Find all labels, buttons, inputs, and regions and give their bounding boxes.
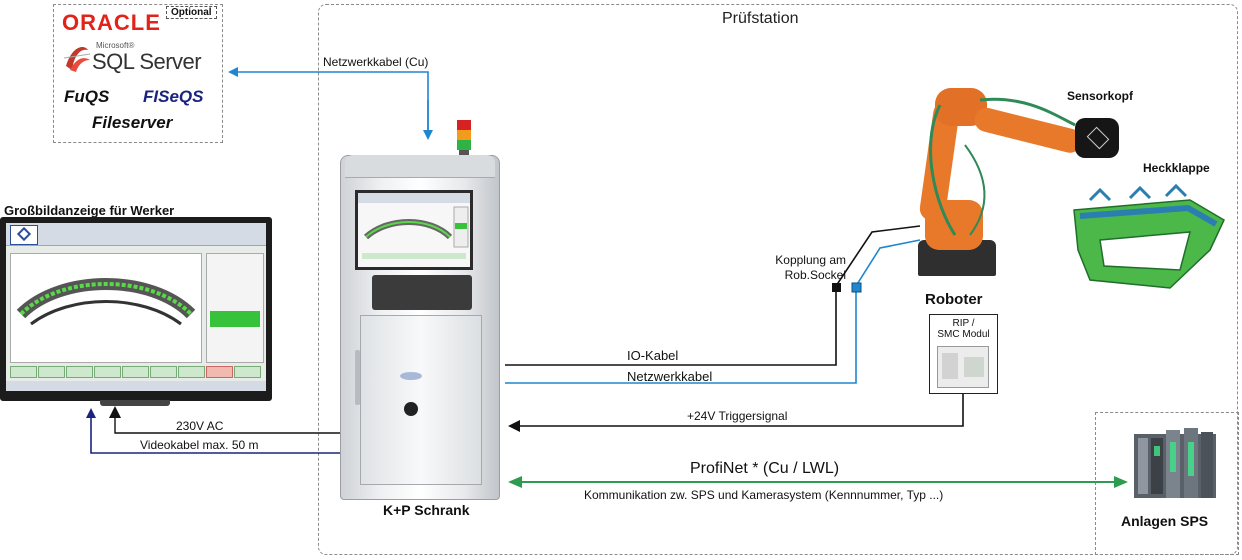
profinet-label: ProfiNet * (Cu / LWL) bbox=[690, 460, 840, 477]
signal-lamp-green bbox=[457, 140, 471, 150]
network-cu-label: Netzwerkkabel (Cu) bbox=[323, 55, 429, 69]
io-cable-label: IO-Kabel bbox=[627, 348, 679, 363]
database-frame bbox=[53, 4, 223, 143]
tailgate-icon bbox=[1073, 183, 1225, 289]
optional-tag: Optional bbox=[166, 6, 217, 19]
screen-ok-indicator bbox=[210, 311, 260, 327]
trigger-cable bbox=[508, 394, 964, 432]
coupling-text: Kopplung am Rob.Sockel bbox=[775, 253, 846, 282]
sensorhead-icon bbox=[1075, 118, 1119, 158]
signal-lamp-red bbox=[457, 120, 471, 130]
screen-footer bbox=[6, 381, 266, 391]
signal-lamp-base bbox=[459, 150, 469, 156]
io-cable bbox=[505, 225, 921, 366]
pruefstation-title: Prüfstation bbox=[722, 10, 799, 27]
screen-main-view bbox=[10, 253, 202, 363]
cabinet-handle bbox=[355, 350, 360, 405]
monitor-stand bbox=[100, 400, 170, 406]
video-cable bbox=[86, 408, 345, 454]
rip-module-label: RIP / SMC Modul bbox=[929, 318, 998, 340]
network-cable-db bbox=[228, 67, 429, 138]
cabinet-screen-preview-icon bbox=[358, 193, 470, 259]
tailgate-label: Heckklappe bbox=[1143, 161, 1210, 175]
profinet-desc: Kommunikation zw. SPS und Kamerasystem (… bbox=[584, 488, 944, 502]
plc-device-icon bbox=[1134, 428, 1216, 498]
power-cable bbox=[109, 406, 345, 434]
cabinet-logo-icon bbox=[400, 372, 422, 380]
cabinet-screen bbox=[355, 190, 473, 270]
signal-lamp-orange bbox=[457, 130, 471, 140]
network-cable-label: Netzwerkkabel bbox=[627, 369, 713, 384]
cabinet-top bbox=[345, 155, 495, 178]
robot-title: Roboter bbox=[925, 291, 983, 308]
fiseqs-label: FISeQS bbox=[143, 87, 204, 106]
cabinet-title: K+P Schrank bbox=[383, 502, 470, 518]
cabinet-lock-icon bbox=[404, 402, 418, 416]
io-connector bbox=[832, 283, 841, 292]
sqlserver-icon bbox=[63, 47, 91, 72]
screen-header bbox=[6, 223, 266, 246]
screen-thumbnails bbox=[10, 365, 262, 379]
plc-title: Anlagen SPS bbox=[1121, 513, 1209, 529]
rip-module-device-icon bbox=[937, 346, 989, 388]
part-preview-icon bbox=[16, 278, 196, 326]
coupling-label: Kopplung am Rob.Sockel bbox=[760, 253, 846, 283]
sensorhead-label: Sensorkopf bbox=[1067, 89, 1134, 103]
worker-monitor bbox=[0, 217, 272, 401]
video-label: Videokabel max. 50 m bbox=[140, 438, 259, 452]
screen-side-panel bbox=[206, 253, 264, 363]
kp-logo-icon bbox=[10, 225, 38, 245]
network-cable-robot bbox=[505, 239, 921, 384]
microsoft-label: Microsoft® bbox=[96, 41, 135, 50]
rip-line1: RIP / bbox=[952, 318, 975, 329]
monitor-title: Großbildanzeige für Werker bbox=[4, 203, 175, 218]
monitor-screen bbox=[6, 223, 266, 391]
pruefstation-frame bbox=[318, 4, 1238, 555]
power-label: 230V AC bbox=[176, 419, 224, 433]
rip-line2: SMC Modul bbox=[937, 329, 990, 340]
trigger-label: +24V Triggersignal bbox=[687, 409, 788, 423]
sqlserver-label: SQL Server bbox=[92, 49, 202, 74]
fileserver-label: Fileserver bbox=[92, 113, 173, 132]
oracle-logo: ORACLE bbox=[62, 10, 161, 35]
cabinet-door bbox=[360, 315, 482, 485]
cabinet-shelf bbox=[372, 275, 472, 310]
fuqs-label: FuQS bbox=[64, 87, 110, 106]
robot-hoses-icon bbox=[929, 97, 1076, 236]
network-connector bbox=[851, 282, 862, 293]
